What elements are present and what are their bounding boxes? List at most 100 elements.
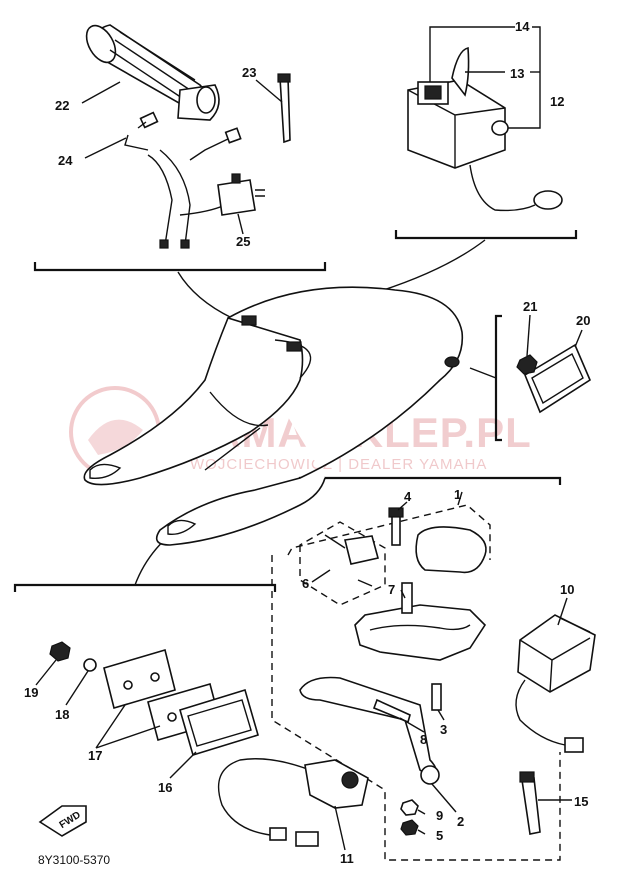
leader-10 [557,597,568,626]
relay-edges [519,637,591,693]
callout-6: 6 [302,576,309,591]
switch-knob [491,120,509,136]
switch-11-plunger [341,771,359,789]
fwd-arrow-shape [38,805,87,837]
hood-cowling [83,286,464,546]
lever-ball-end [420,765,440,785]
bolt-4 [391,514,401,546]
leader-20 [574,329,583,348]
bracket-lower-left [13,583,277,592]
callout-22: 22 [55,98,69,113]
switch-11-body [304,759,369,809]
callout-2: 2 [457,814,464,829]
hood-mirror-right [167,519,197,535]
parts-16-19 [49,641,259,757]
part-22-grip [85,24,220,121]
washer-18 [83,658,97,672]
dashed-group-1-top [287,504,491,560]
callout-10: 10 [560,582,574,597]
plate-17-a [103,648,176,710]
kill-switch-terminals [255,189,265,197]
leader-14 [429,26,515,82]
switch-lever-13 [451,47,470,97]
part-12-switch-assembly [407,47,563,212]
harness-wire-c [189,137,231,161]
watermark-logo-mark [88,419,143,455]
harness-wire-a [147,154,173,246]
part-6-clip [357,579,373,587]
callout-8: 8 [420,732,427,747]
callout-11: 11 [340,851,354,866]
plate-17-a-hole-1 [123,680,133,690]
leader-7 [400,589,406,599]
hood-mount-1 [241,315,257,326]
relay-cable [515,679,566,746]
callout-7: 7 [388,582,395,597]
cable-11-connector-a [269,827,287,841]
leader-18 [65,670,89,706]
leader-2 [431,783,457,813]
plate-17-a-hole-2 [150,672,160,682]
dashed-group-1-body [271,555,561,861]
hood-side-panel [83,317,304,486]
leader-throttle-to-hood [177,271,233,319]
part-6-screw [324,534,346,549]
nut-5 [400,819,419,836]
grip-end [85,24,117,64]
hood-ridge [274,339,312,379]
callout-leaders [35,26,583,851]
leader-6 [311,569,331,583]
callout-3: 3 [440,722,447,737]
dashed-group-6 [299,521,386,606]
leader-12 [508,26,541,129]
callout-13: 13 [510,66,524,81]
nut-21 [516,354,538,375]
leader-11 [334,805,346,851]
part-1-lever-assembly [299,507,487,836]
leader-17 [95,704,161,749]
leader-22 [81,81,121,104]
watermark-subtitle: WOJCIECHOWICZ | DEALER YAMAHA [190,456,487,473]
nut-19 [49,641,71,662]
band-head [277,73,291,83]
kill-switch-body [217,179,256,216]
harness-terminal-1 [159,239,169,249]
cable-11 [217,758,311,836]
part-6-block [344,535,379,565]
leader-23 [255,79,283,103]
callout-12: 12 [550,94,564,109]
bolt-4-head [388,507,404,518]
band-body [279,77,291,144]
part-20-reflector [516,343,592,414]
leader-19 [35,659,57,686]
part-10-relay [515,614,596,753]
fwd-arrow: FWD [38,805,87,837]
callout-23: 23 [242,65,256,80]
switch-cable [469,164,536,212]
hood-crease [209,391,269,427]
reflector-lens [531,352,584,405]
harness-terminal-2 [180,239,190,249]
leader-8 [399,717,425,733]
screw-3 [431,683,442,711]
callout-numbers: 1 2 3 4 5 6 7 8 9 10 11 12 13 14 15 16 1… [24,19,590,866]
harness-wire-d [179,204,226,216]
wire-24-link [137,121,147,129]
callout-14: 14 [515,19,530,34]
callout-20: 20 [576,313,590,328]
callout-1: 1 [454,487,461,502]
lever-bracket-edge [369,624,471,631]
part-6-sub-assembly [324,534,379,587]
part-15-band [519,771,541,835]
leader-21 [526,314,531,357]
leader-3 [437,709,445,721]
washer-9 [400,799,419,816]
leader-reflector-to-hood [469,367,497,379]
callout-5: 5 [436,828,443,843]
callout-9: 9 [436,808,443,823]
pin-7 [401,582,413,614]
catalog-code: 8Y3100-5370 [38,853,110,867]
part-23-band [277,73,291,144]
harness-connector-top [224,127,242,144]
